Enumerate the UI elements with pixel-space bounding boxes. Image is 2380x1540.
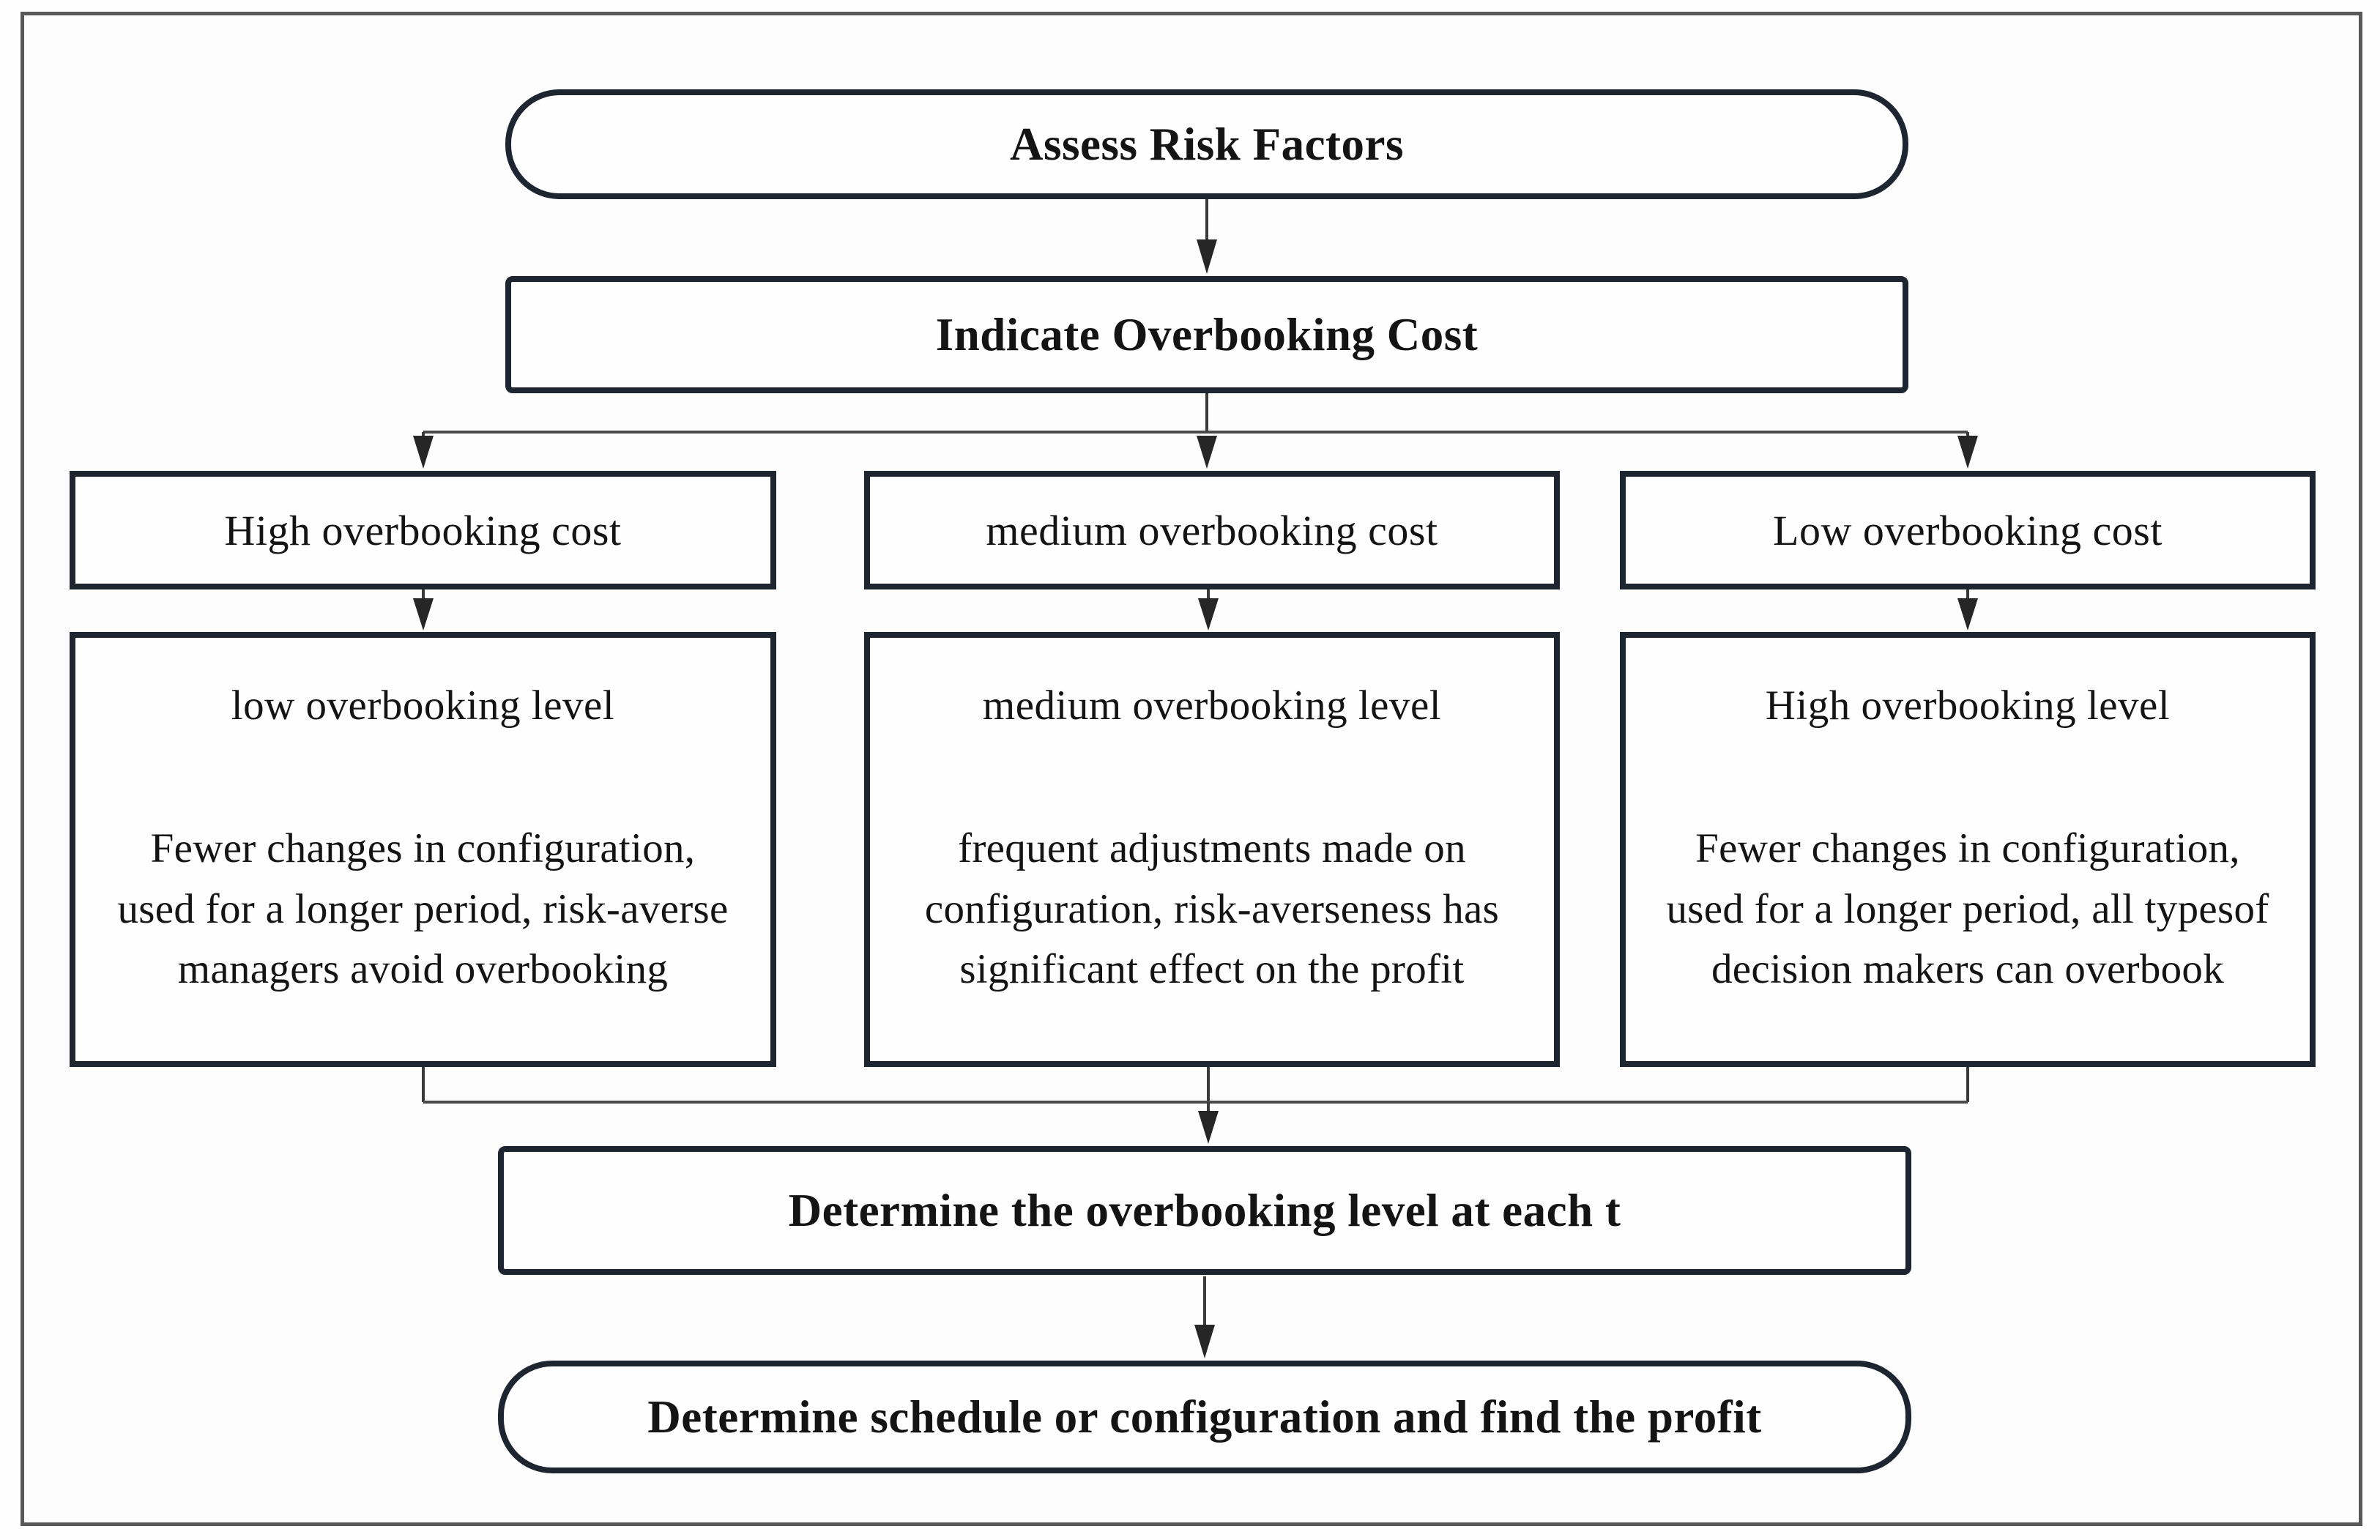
node-medium-overbooking-cost: medium overbooking cost <box>864 471 1560 589</box>
node-description: frequent adjustments made on configurati… <box>924 825 1500 993</box>
node-label: Low overbooking cost <box>1773 506 2163 554</box>
node-determine-overbooking-level: Determine the overbooking level at each … <box>498 1146 1911 1275</box>
node-low-overbooking-level: low overbooking level Fewer changes in c… <box>70 632 776 1067</box>
node-title: low overbooking level <box>231 682 615 729</box>
node-medium-overbooking-level: medium overbooking level frequent adjust… <box>864 632 1560 1067</box>
node-title: High overbooking level <box>1765 682 2171 729</box>
node-label: High overbooking cost <box>224 506 622 554</box>
node-label: Indicate Overbooking Cost <box>935 308 1479 360</box>
node-label: Assess Risk Factors <box>1010 118 1404 170</box>
node-description: Fewer changes in configuration, used for… <box>1666 825 2269 993</box>
node-description: Fewer changes in configuration, used for… <box>117 825 729 993</box>
node-determine-schedule-profit: Determine schedule or configuration and … <box>498 1361 1911 1473</box>
node-low-overbooking-cost: Low overbooking cost <box>1620 471 2316 589</box>
node-high-overbooking-level: High overbooking level Fewer changes in … <box>1620 632 2316 1067</box>
node-indicate-overbooking-cost: Indicate Overbooking Cost <box>505 276 1908 393</box>
node-label: Determine the overbooking level at each … <box>788 1184 1621 1236</box>
node-label: Determine schedule or configuration and … <box>647 1391 1762 1443</box>
node-label: medium overbooking cost <box>986 506 1438 554</box>
node-title: medium overbooking level <box>982 682 1442 729</box>
node-assess-risk-factors: Assess Risk Factors <box>505 89 1908 199</box>
node-high-overbooking-cost: High overbooking cost <box>70 471 776 589</box>
